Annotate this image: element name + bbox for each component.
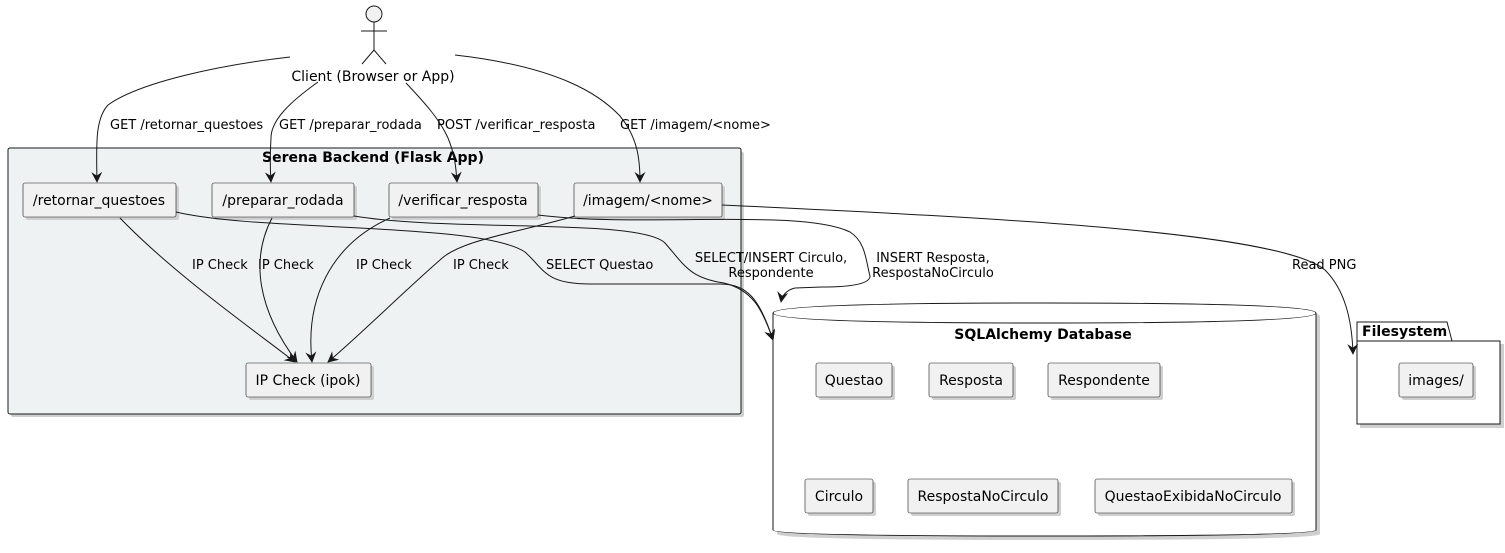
edge-get-imagem-label: GET /imagem/<nome> — [620, 118, 771, 133]
edge-ipcheck-label-2: IP Check — [258, 258, 314, 273]
folder-images-label: images/ — [1408, 373, 1464, 389]
client-actor: Client (Browser or App) — [291, 5, 455, 85]
node-retornar-questoes-label: /retornar_questoes — [33, 193, 165, 209]
table-questao-exibida-no-circulo-label: QuestaoExibidaNoCirculo — [1105, 489, 1282, 505]
table-circulo: Circulo — [804, 478, 876, 516]
table-circulo-label: Circulo — [815, 489, 863, 505]
edge-get-preparar-label: GET /preparar_rodada — [279, 118, 422, 133]
edge-ipcheck-label-3: IP Check — [356, 258, 412, 273]
node-ip-check-label: IP Check (ipok) — [256, 373, 361, 389]
node-imagem: /imagem/<nome> — [573, 182, 725, 220]
node-verificar-resposta-label: /verificar_resposta — [398, 193, 527, 209]
edge-ipcheck-label-1: IP Check — [192, 258, 248, 273]
edge-post-verificar — [405, 82, 462, 183]
edge-insert-resposta-label-line2: RespostaNoCirculo — [872, 266, 994, 281]
edge-read-png — [721, 204, 1359, 355]
table-questao-label: Questao — [825, 373, 883, 389]
edge-insert-resposta — [537, 214, 871, 303]
filesystem-package-title: Filesystem — [1362, 324, 1447, 340]
node-retornar-questoes: /retornar_questoes — [22, 182, 179, 220]
folder-images: images/ — [1398, 362, 1476, 400]
edge-select-insert-circulo — [353, 215, 775, 341]
edge-insert-resposta-label-line1: INSERT Resposta, — [876, 251, 990, 266]
edge-ipcheck-from-retornar — [119, 217, 296, 363]
edge-select-questao-label: SELECT Questao — [546, 258, 653, 273]
edge-post-verificar-label: POST /verificar_resposta — [437, 118, 595, 133]
edge-get-retornar-label: GET /retornar_questoes — [110, 118, 263, 133]
node-ip-check: IP Check (ipok) — [245, 362, 374, 400]
edge-select-insert-label-line2: Respondente — [728, 266, 813, 281]
node-verificar-resposta: /verificar_resposta — [388, 182, 541, 220]
edge-ipcheck-from-preparar — [259, 217, 298, 363]
table-questao-exibida-no-circulo: QuestaoExibidaNoCirculo — [1094, 478, 1295, 516]
edge-read-png-label: Read PNG — [1292, 258, 1356, 273]
table-resposta: Resposta — [928, 362, 1016, 400]
edge-select-questao — [175, 211, 776, 341]
client-actor-label: Client (Browser or App) — [291, 69, 454, 85]
edge-get-retornar — [91, 56, 291, 183]
table-respondente: Respondente — [1047, 362, 1163, 400]
edge-get-preparar — [264, 81, 319, 183]
backend-package: Serena Backend (Flask App) — [7, 147, 744, 417]
edge-ipcheck-label-4: IP Check — [453, 258, 509, 273]
edge-ipcheck-from-imagem — [327, 215, 576, 363]
table-respondente-label: Respondente — [1058, 373, 1150, 389]
table-resposta-label: Resposta — [939, 373, 1003, 389]
edge-select-insert-label-line1: SELECT/INSERT Circulo, — [695, 251, 847, 266]
node-imagem-label: /imagem/<nome> — [583, 193, 713, 209]
backend-package-title: Serena Backend (Flask App) — [262, 150, 484, 166]
node-preparar-rodada: /preparar_rodada — [211, 182, 357, 220]
node-preparar-rodada-label: /preparar_rodada — [222, 193, 343, 209]
table-questao: Questao — [815, 362, 895, 400]
database-title: SQLAlchemy Database — [954, 327, 1131, 343]
edge-get-imagem — [454, 54, 646, 183]
table-resposta-no-circulo-label: RespostaNoCirculo — [918, 489, 1049, 505]
table-resposta-no-circulo: RespostaNoCirculo — [907, 478, 1061, 516]
